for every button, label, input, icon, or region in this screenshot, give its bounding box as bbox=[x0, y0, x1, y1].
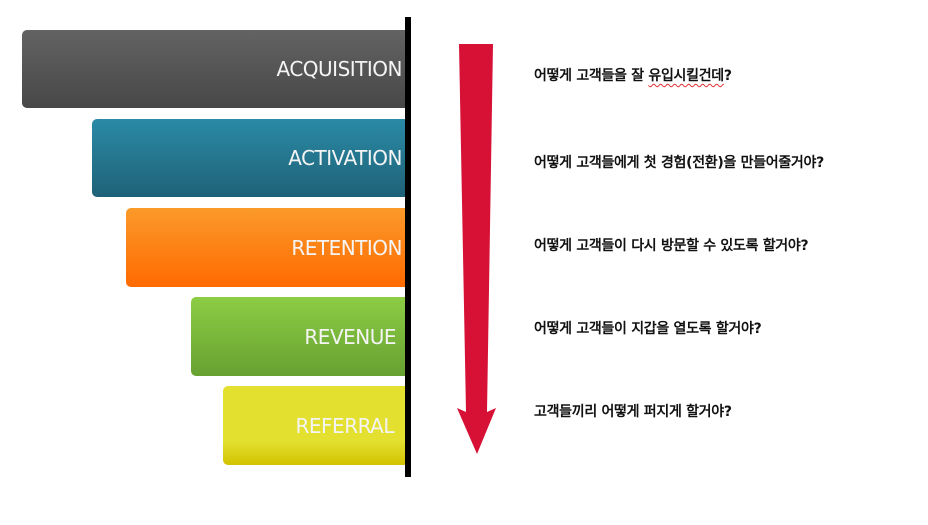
arrow-down-icon bbox=[457, 44, 496, 454]
funnel-stage-activation: ACTIVATION bbox=[92, 119, 408, 197]
divider-line bbox=[405, 17, 411, 477]
question-text: 어떻게 고객들을 잘 bbox=[534, 68, 649, 84]
funnel-stage-acquisition: ACQUISITION bbox=[22, 30, 408, 108]
stage-label: REVENUE bbox=[304, 324, 396, 349]
funnel-stage-referral: REFERRAL bbox=[223, 386, 408, 465]
funnel-stage-revenue: REVENUE bbox=[191, 297, 408, 376]
funnel-stage-retention: RETENTION bbox=[126, 208, 408, 287]
stage-label: ACTIVATION bbox=[288, 146, 402, 170]
question-retention: 어떻게 고객들이 다시 방문할 수 있도록 할거야? bbox=[534, 238, 809, 254]
question-acquisition: 어떻게 고객들을 잘 유입시킬건데? bbox=[534, 65, 732, 85]
question-revenue: 어떻게 고객들이 지갑을 열도록 할거야? bbox=[534, 321, 762, 337]
question-referral: 고객들끼리 어떻게 퍼지게 할거야? bbox=[534, 404, 732, 420]
stage-label: ACQUISITION bbox=[276, 57, 403, 81]
stage-label: REFERRAL bbox=[295, 413, 395, 438]
question-activation: 어떻게 고객들에게 첫 경험(전환)을 만들어줄거야? bbox=[534, 155, 824, 171]
question-text: ? bbox=[723, 68, 732, 84]
spellcheck-underlined-text: 유입시킬건데 bbox=[648, 68, 724, 84]
stage-label: RETENTION bbox=[291, 235, 402, 260]
